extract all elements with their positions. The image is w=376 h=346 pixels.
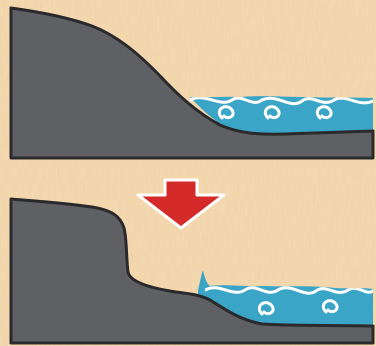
erosion-diagram bbox=[0, 0, 376, 346]
